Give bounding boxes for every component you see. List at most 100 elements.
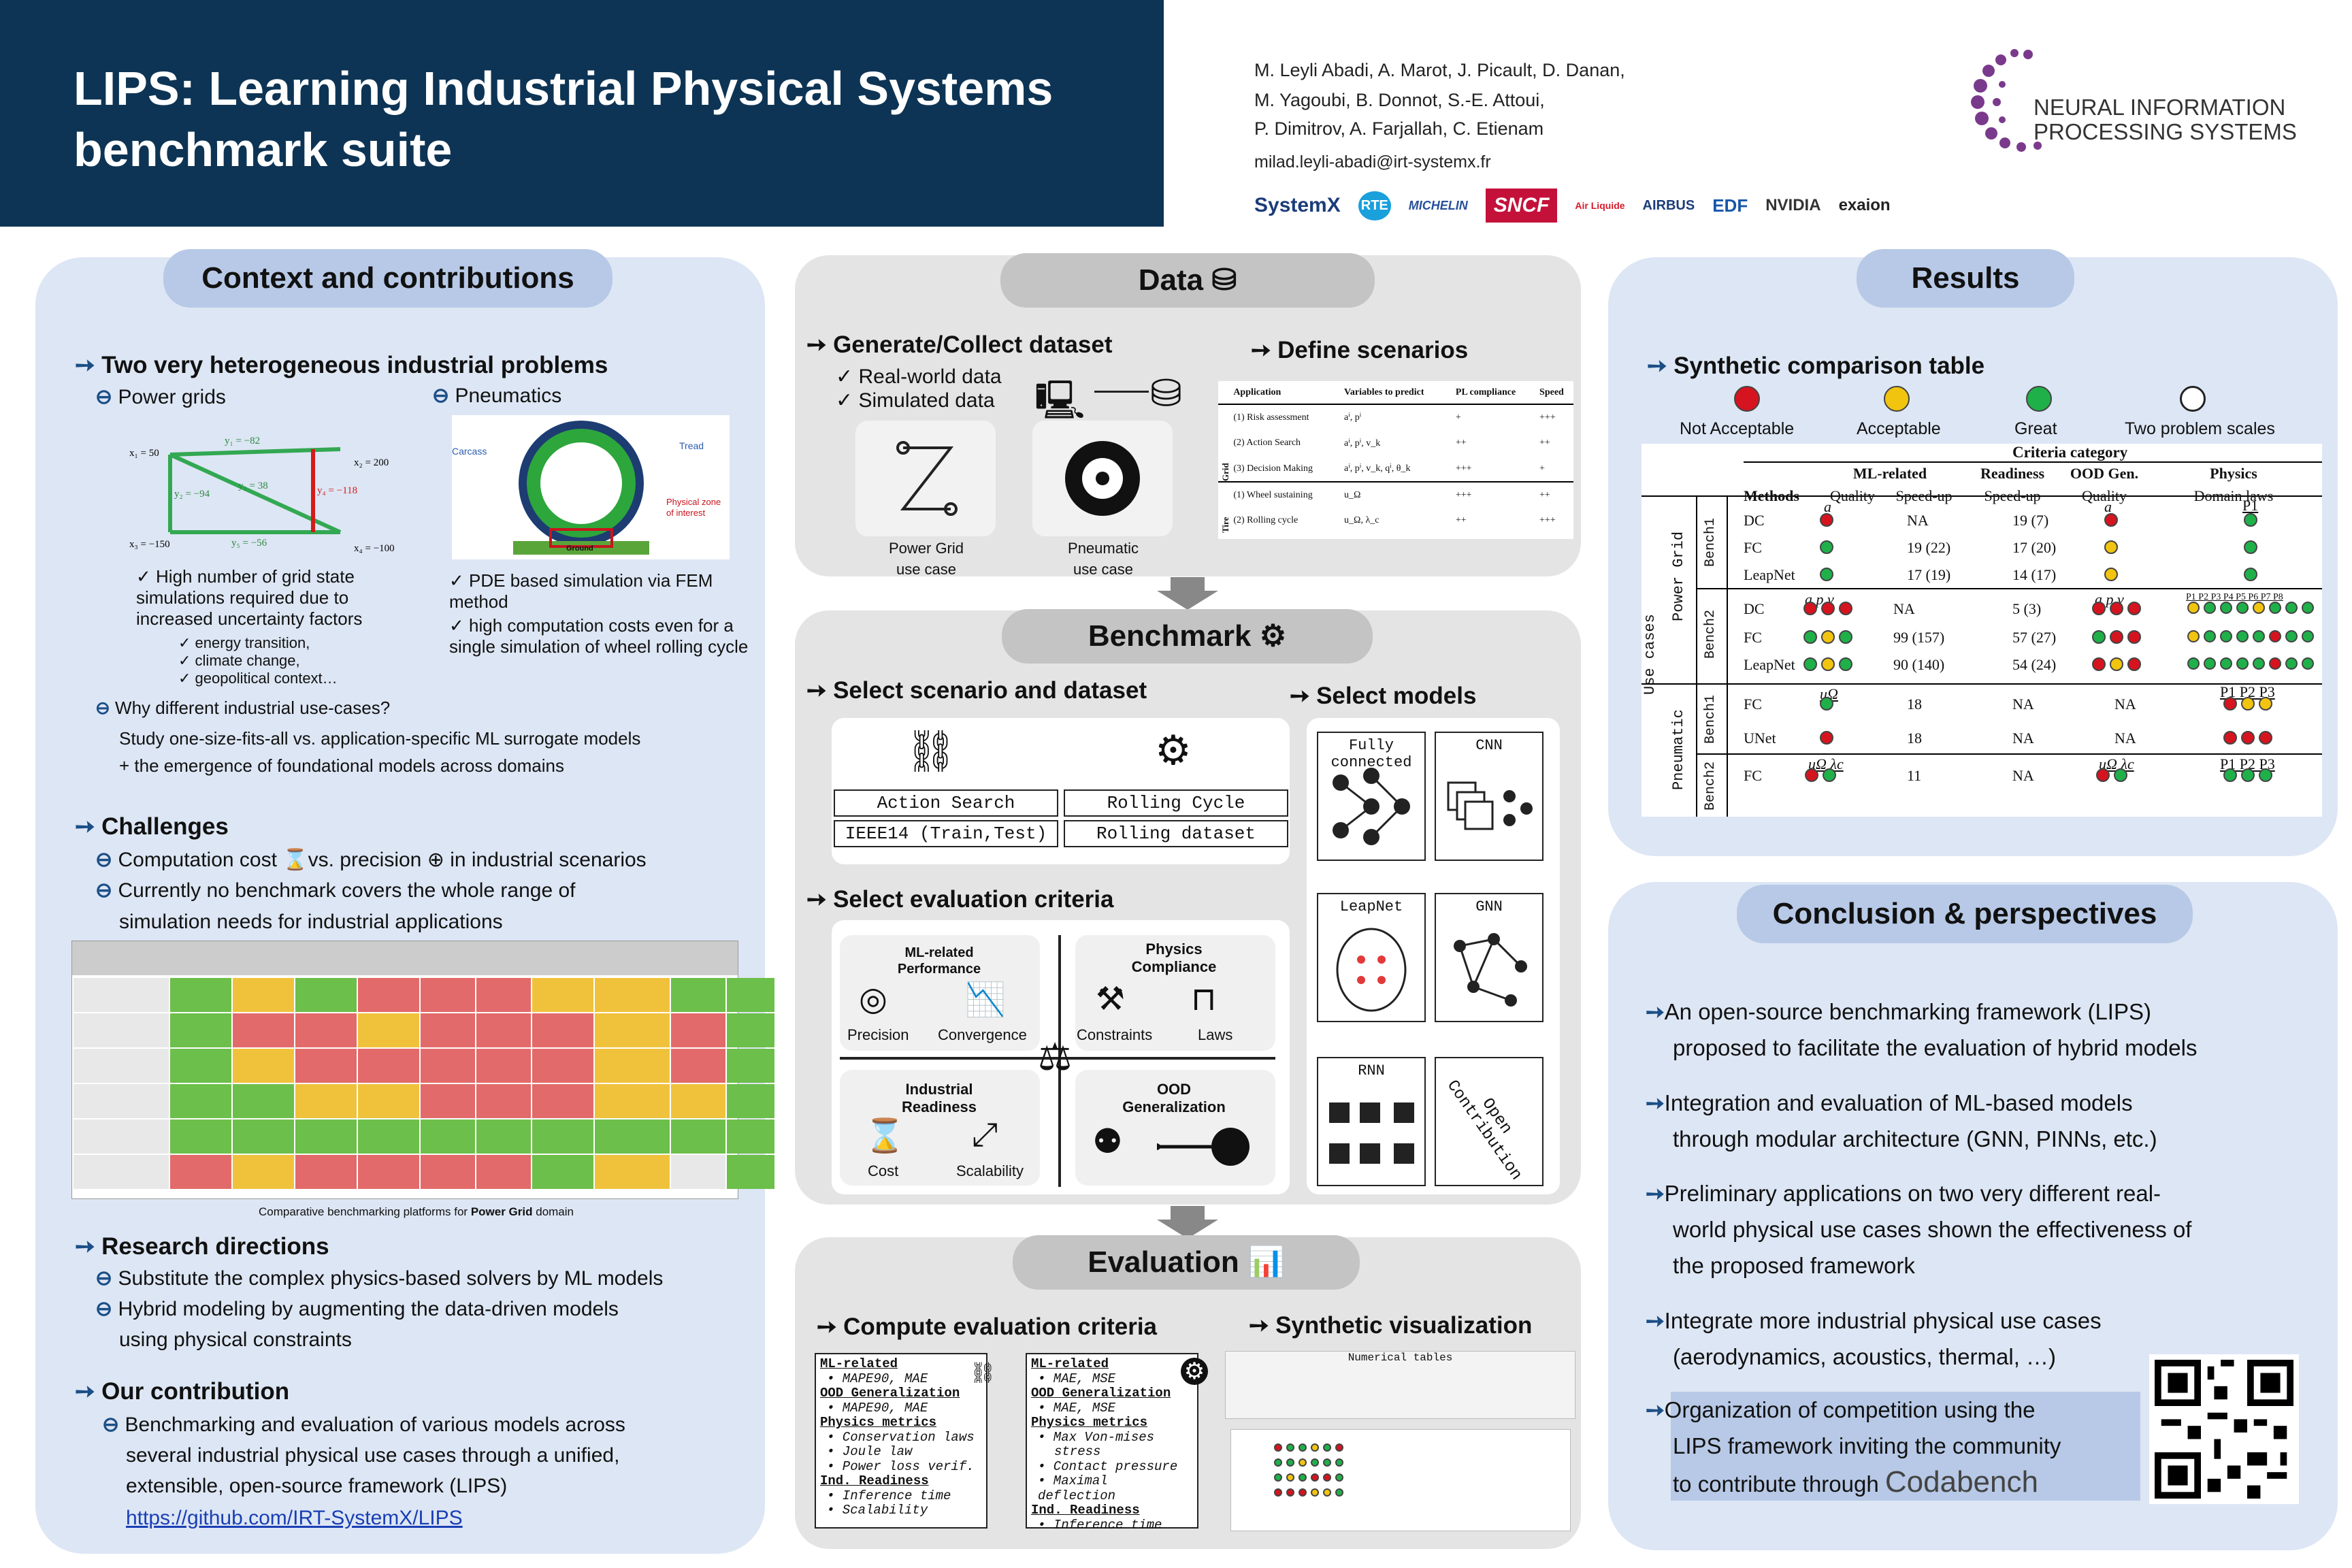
scenario-rolling-cycle[interactable]: Rolling Cycle xyxy=(1064,789,1288,817)
model-open-contribution[interactable]: Open Contribution xyxy=(1435,1057,1544,1186)
physics-dot xyxy=(2241,731,2255,745)
grid-label: y₃ = 38 xyxy=(238,480,268,491)
ood-line1: OOD xyxy=(1156,1081,1192,1098)
col-quality2: Quality xyxy=(2082,487,2127,504)
readiness-cell: 57 (27) xyxy=(2012,629,2057,646)
dataset-rolling[interactable]: Rolling dataset xyxy=(1064,820,1288,847)
dataset-ieee14[interactable]: IEEE14 (Train,Test) xyxy=(834,820,1058,847)
col-methods: Methods xyxy=(1744,487,1799,504)
title-banner xyxy=(0,0,1164,227)
table-cell xyxy=(727,1120,774,1154)
mini-row xyxy=(1272,1484,1529,1499)
node-icon xyxy=(896,441,910,455)
eval-metric-line: • Max Von-mises xyxy=(1038,1429,1155,1445)
readiness-cell: 14 (17) xyxy=(2012,566,2057,583)
pn-points: ✓ PDE based simulation via FEM method ✓ … xyxy=(449,570,755,657)
industrial-line1: Industrial xyxy=(905,1081,973,1098)
pg-bench1-label: Bench1 xyxy=(1703,518,1718,568)
ood-dot xyxy=(2092,657,2106,671)
criteria-industrial xyxy=(840,1070,1040,1186)
ood-dot xyxy=(2127,657,2141,671)
physics-dot xyxy=(2204,602,2216,614)
select-models-text: Select models xyxy=(1316,683,1477,709)
comp-l2: LIPS framework inviting the community xyxy=(1673,1433,2061,1458)
readiness-cell: 17 (20) xyxy=(2012,539,2057,556)
check-real-text: Real-world data xyxy=(858,365,1002,388)
pneumatics-text: Pneumatics xyxy=(455,385,562,407)
codabench-logo[interactable]: Codabench xyxy=(1884,1465,2038,1499)
physics-dot xyxy=(2302,657,2314,670)
quality-dot xyxy=(1803,602,1817,615)
method-cell: DC xyxy=(1744,512,1765,529)
physics-dot xyxy=(2259,768,2272,782)
table-cell xyxy=(74,1120,169,1154)
scn-header: PL compliance xyxy=(1455,387,1516,397)
eval-metric-line: Physics metrics xyxy=(1031,1415,1148,1430)
table-cell xyxy=(358,1049,419,1083)
ground-label: Ground xyxy=(566,544,593,553)
ood-arrow-icon xyxy=(1157,1128,1250,1166)
readiness-cell: 54 (24) xyxy=(2012,656,2057,673)
contrib-text: Our contribution xyxy=(101,1378,290,1405)
grid-label: y₁ = −82 xyxy=(225,436,260,446)
data-title: Data ⛁ xyxy=(1000,253,1375,308)
problems-heading-text: Two very heterogeneous industrial proble… xyxy=(101,352,608,378)
select-criteria-text: Select evaluation criteria xyxy=(833,886,1114,913)
problems-heading: ➙ Two very heterogeneous industrial prob… xyxy=(75,352,608,378)
partner-edf: EDF xyxy=(1712,195,1748,216)
physics-dot xyxy=(2220,657,2232,670)
conclusion-item-4: ➙Integrate more industrial physical use … xyxy=(1646,1303,2102,1375)
eval-metric-line: • Conservation laws xyxy=(827,1429,975,1445)
vars-a: a xyxy=(1824,498,1831,515)
qr-code-icon[interactable] xyxy=(2149,1354,2299,1504)
method-cell: LeapNet xyxy=(1744,656,1795,673)
pneumatic-label: Pneumatic xyxy=(1670,709,1687,791)
contrib-3: extensible, open-source framework (LIPS) xyxy=(126,1475,508,1497)
scenario-action-search[interactable]: Action Search xyxy=(834,789,1058,817)
pn-point: ✓ high computation costs even for a sing… xyxy=(449,615,749,657)
check-sim: ✓ Simulated data xyxy=(836,389,995,412)
research-1: ⊖ Substitute the complex physics-based s… xyxy=(95,1267,664,1290)
criteria-divider-v xyxy=(1058,935,1061,1187)
table-cell xyxy=(595,1049,670,1083)
synthetic-table-heading: ➙ Synthetic comparison table xyxy=(1647,353,1985,379)
table-cell xyxy=(595,1013,670,1047)
physics-dot xyxy=(2223,731,2237,745)
criteria-ml xyxy=(840,935,1040,1051)
pg-usecase-line2: use case xyxy=(896,561,957,578)
github-link[interactable]: https://github.com/IRT-SystemX/LIPS xyxy=(126,1507,463,1529)
scn-cell: +++ xyxy=(1455,463,1472,474)
research-1-text: Substitute the complex physics-based sol… xyxy=(118,1267,664,1290)
quality-dot xyxy=(1803,657,1817,671)
grid-label: x₂ = 200 xyxy=(354,457,389,468)
speedup-cell: 11 xyxy=(1907,767,1922,784)
eval-metric-line: • Scalability xyxy=(827,1503,928,1518)
table-cell xyxy=(74,1084,169,1118)
rule xyxy=(1642,495,2322,497)
industrial-line2: Readiness xyxy=(901,1098,977,1115)
criteria-category: Criteria category xyxy=(2012,444,2128,461)
partner-exaion: exaion xyxy=(1838,196,1891,214)
table-cell xyxy=(727,1013,774,1047)
physics-dot xyxy=(2223,768,2237,782)
pn-usecase-line2: use case xyxy=(1073,561,1134,578)
method-cell: FC xyxy=(1744,629,1762,646)
criteria-divider-h xyxy=(840,1057,1275,1060)
eval-metric-line: • Inference time xyxy=(827,1488,951,1503)
physics-dot xyxy=(2285,602,2298,614)
pg-sub-list: ✓ energy transition, ✓ climate change, ✓… xyxy=(178,634,338,687)
ood-dot xyxy=(2092,630,2106,644)
model-gnn[interactable]: GNN xyxy=(1435,893,1544,1022)
eval-metric-line: OOD Generalization xyxy=(1031,1386,1171,1401)
grid-label: y₂ = −94 xyxy=(174,489,210,500)
caption-c: domain xyxy=(536,1205,574,1218)
scn-cell: + xyxy=(1455,412,1461,423)
evaluation-title: Evaluation 📊 xyxy=(1013,1235,1360,1290)
eval-metric-line: • Maximal deflection xyxy=(1038,1473,1116,1503)
check-sim-text: Simulated data xyxy=(858,389,995,412)
table-cell xyxy=(532,978,593,1012)
model-leapnet[interactable]: LeapNet xyxy=(1317,893,1426,1022)
eval-metric-line: • MAPE90, MAE xyxy=(827,1371,928,1386)
nn-icon xyxy=(1333,768,1410,845)
